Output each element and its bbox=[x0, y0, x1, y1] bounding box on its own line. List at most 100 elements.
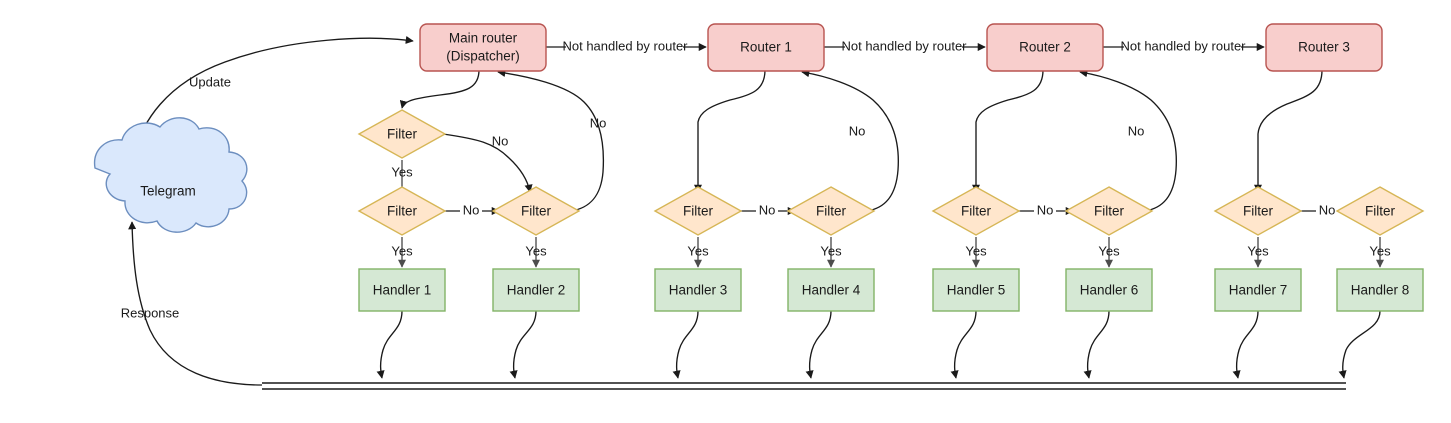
filter2-label: Filter bbox=[387, 204, 418, 219]
handler-node-4[interactable]: Handler 4 bbox=[787, 268, 875, 312]
handler-node-8[interactable]: Handler 8 bbox=[1336, 268, 1424, 312]
edge-filter1-no-filter3 bbox=[442, 133, 533, 193]
filter-node-4[interactable]: Filter bbox=[653, 186, 743, 236]
edge-handler6-to-bus bbox=[1083, 310, 1110, 379]
edge-handler3-to-bus bbox=[672, 310, 699, 379]
edge-router3-to-filter8 bbox=[1253, 69, 1323, 193]
filter8-label: Filter bbox=[1243, 204, 1274, 219]
edge-dispatcher-to-filter1 bbox=[399, 69, 480, 109]
edge-label-yes-2: Yes bbox=[391, 243, 413, 258]
edge-router2-to-filter6 bbox=[971, 69, 1044, 193]
edge-label-not-handled-1: Not handled by router bbox=[562, 38, 688, 53]
edge-label-no-5: No bbox=[849, 123, 866, 138]
filter2-diamond bbox=[357, 186, 447, 236]
filter5-label: Filter bbox=[816, 204, 847, 219]
filter-node-9[interactable]: Filter bbox=[1335, 186, 1425, 236]
handler2-box bbox=[492, 268, 580, 312]
handler-node-5[interactable]: Handler 5 bbox=[932, 268, 1020, 312]
router1-label: Router 1 bbox=[740, 40, 792, 55]
edge-label-response: Response bbox=[121, 305, 180, 320]
edge-label-no-3: No bbox=[590, 115, 607, 130]
edge-label-no-8: No bbox=[1319, 202, 1336, 217]
dispatcher-box bbox=[419, 23, 547, 72]
handler4-label: Handler 4 bbox=[802, 283, 861, 298]
telegram-cloud-node[interactable]: Telegram bbox=[93, 117, 248, 233]
filter1-diamond bbox=[357, 109, 447, 159]
filter6-label: Filter bbox=[961, 204, 992, 219]
edge-label-yes-4: Yes bbox=[687, 243, 709, 258]
filter-node-5[interactable]: Filter bbox=[786, 186, 876, 236]
handler4-box bbox=[787, 268, 875, 312]
handler7-label: Handler 7 bbox=[1229, 283, 1288, 298]
dispatcher-label-line2: (Dispatcher) bbox=[446, 49, 520, 64]
handler-node-2[interactable]: Handler 2 bbox=[492, 268, 580, 312]
router2-label: Router 2 bbox=[1019, 40, 1071, 55]
handler-node-6[interactable]: Handler 6 bbox=[1065, 268, 1153, 312]
filter-node-6[interactable]: Filter bbox=[931, 186, 1021, 236]
filter4-label: Filter bbox=[683, 204, 714, 219]
edge-label-yes-6: Yes bbox=[965, 243, 987, 258]
filter-node-8[interactable]: Filter bbox=[1213, 186, 1303, 236]
dispatcher-label-line1: Main router bbox=[449, 31, 518, 46]
edge-label-no-2: No bbox=[463, 202, 480, 217]
filter-node-7[interactable]: Filter bbox=[1064, 186, 1154, 236]
handler6-box bbox=[1065, 268, 1153, 312]
filter6-diamond bbox=[931, 186, 1021, 236]
filter-node-3[interactable]: Filter bbox=[491, 186, 581, 236]
filter4-diamond bbox=[653, 186, 743, 236]
handler-node-3[interactable]: Handler 3 bbox=[654, 268, 742, 312]
edge-label-yes-1: Yes bbox=[391, 164, 413, 179]
filter9-label: Filter bbox=[1365, 204, 1396, 219]
edge-label-no-6: No bbox=[1037, 202, 1054, 217]
cloud-icon bbox=[93, 117, 248, 233]
filter3-diamond bbox=[491, 186, 581, 236]
filter8-diamond bbox=[1213, 186, 1303, 236]
edge-response bbox=[128, 221, 263, 386]
edge-handler2-to-bus bbox=[509, 310, 537, 379]
edge-label-no-4: No bbox=[759, 202, 776, 217]
router-node-router2[interactable]: Router 2 bbox=[986, 23, 1104, 72]
handler3-box bbox=[654, 268, 742, 312]
handler2-label: Handler 2 bbox=[507, 283, 566, 298]
router1-box bbox=[707, 23, 825, 72]
router-node-dispatcher[interactable]: Main router (Dispatcher) bbox=[419, 23, 547, 72]
edge-label-update: Update bbox=[189, 74, 231, 89]
filter7-label: Filter bbox=[1094, 204, 1125, 219]
edge-handler5-to-bus bbox=[950, 310, 977, 379]
edge-label-yes-9: Yes bbox=[1369, 243, 1391, 258]
handler-node-1[interactable]: Handler 1 bbox=[358, 268, 446, 312]
edge-handler7-to-bus bbox=[1232, 310, 1259, 379]
edge-label-not-handled-2: Not handled by router bbox=[841, 38, 967, 53]
filter7-diamond bbox=[1064, 186, 1154, 236]
handler-node-7[interactable]: Handler 7 bbox=[1214, 268, 1302, 312]
edge-label-yes-5: Yes bbox=[820, 243, 842, 258]
handler8-label: Handler 8 bbox=[1351, 283, 1410, 298]
handler1-box bbox=[358, 268, 446, 312]
handler6-label: Handler 6 bbox=[1080, 283, 1139, 298]
router3-label: Router 3 bbox=[1298, 40, 1350, 55]
edge-filter5-no-router1 bbox=[801, 69, 900, 212]
router3-box bbox=[1265, 23, 1383, 72]
edge-label-yes-3: Yes bbox=[525, 243, 547, 258]
handler8-box bbox=[1336, 268, 1424, 312]
edge-handler1-to-bus bbox=[376, 310, 403, 379]
handler7-box bbox=[1214, 268, 1302, 312]
edge-filter3-no-dispatcher bbox=[497, 68, 605, 212]
edge-handler4-to-bus bbox=[805, 310, 832, 379]
handler3-label: Handler 3 bbox=[669, 283, 728, 298]
filter-node-2[interactable]: Filter bbox=[357, 186, 447, 236]
router2-box bbox=[986, 23, 1104, 72]
filter3-label: Filter bbox=[521, 204, 552, 219]
telegram-label: Telegram bbox=[140, 184, 196, 199]
router-node-router3[interactable]: Router 3 bbox=[1265, 23, 1383, 72]
filter-node-1[interactable]: Filter bbox=[357, 109, 447, 159]
edge-filter7-no-router2 bbox=[1079, 69, 1178, 212]
edge-router1-to-filter4 bbox=[693, 69, 766, 193]
handler5-box bbox=[932, 268, 1020, 312]
edge-label-not-handled-3: Not handled by router bbox=[1120, 38, 1246, 53]
filter5-diamond bbox=[786, 186, 876, 236]
router-node-router1[interactable]: Router 1 bbox=[707, 23, 825, 72]
handler5-label: Handler 5 bbox=[947, 283, 1006, 298]
